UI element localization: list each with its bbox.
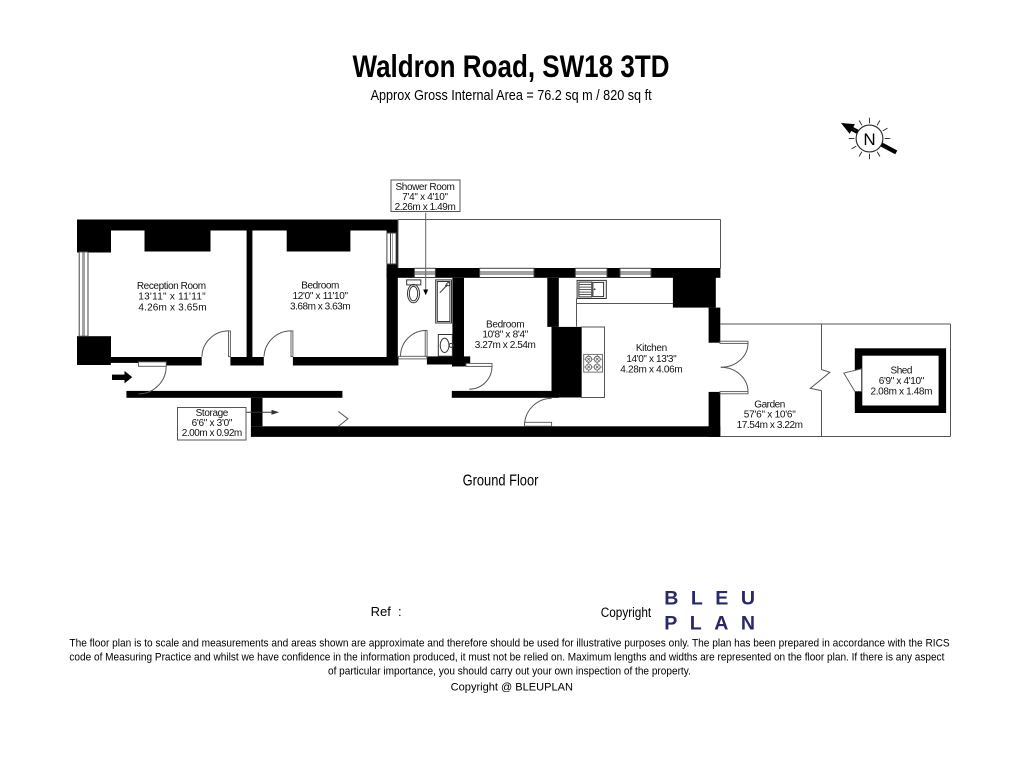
svg-text:2.08m x 1.48m: 2.08m x 1.48m: [871, 387, 933, 398]
svg-text:Shed: Shed: [891, 366, 913, 377]
svg-text:Reception Room: Reception Room: [137, 281, 206, 292]
svg-text:2.26m x 1.49m: 2.26m x 1.49m: [395, 202, 456, 213]
svg-text:Waldron Road, SW18 3TD: Waldron Road, SW18 3TD: [353, 48, 670, 84]
svg-text:N: N: [863, 130, 875, 149]
svg-text:Bedroom: Bedroom: [301, 281, 339, 292]
svg-text:Shower Room: Shower Room: [396, 182, 455, 193]
svg-text:Ref :: Ref :: [371, 604, 402, 619]
svg-text:2.00m x 0.92m: 2.00m x 0.92m: [182, 428, 243, 439]
svg-text:7'4" x 4'10": 7'4" x 4'10": [402, 192, 448, 203]
svg-text:6'6" x 3'0": 6'6" x 3'0": [192, 418, 233, 429]
svg-text:3.68m x 3.63m: 3.68m x 3.63m: [290, 301, 351, 312]
svg-text:3.27m x 2.54m: 3.27m x 2.54m: [475, 340, 536, 351]
svg-text:4.26m x 3.65m: 4.26m x 3.65m: [138, 302, 206, 313]
svg-text:of particular importance, you: of particular importance, you should car…: [328, 666, 691, 678]
svg-text:Ground Floor: Ground Floor: [463, 472, 539, 489]
svg-text:4.28m x 4.06m: 4.28m x 4.06m: [620, 365, 683, 376]
svg-text:Storage: Storage: [196, 408, 229, 419]
svg-text:Kitchen: Kitchen: [636, 343, 667, 354]
svg-text:Copyright: Copyright: [601, 605, 652, 620]
svg-text:6'9" x 4'10": 6'9" x 4'10": [879, 376, 925, 387]
svg-text:code of Measuring Practice and: code of Measuring Practice and whilst we…: [69, 652, 944, 664]
svg-text:Approx Gross Internal Area = 7: Approx Gross Internal Area = 76.2 sq m /…: [371, 88, 652, 104]
svg-text:14'0" x 13'3": 14'0" x 13'3": [626, 354, 677, 365]
svg-text:12'0" x 11'10": 12'0" x 11'10": [293, 291, 349, 302]
svg-text:57'6" x 10'6": 57'6" x 10'6": [744, 410, 796, 421]
svg-text:Bedroom: Bedroom: [486, 320, 525, 331]
svg-text:The floor plan is to scale and: The floor plan is to scale and measureme…: [69, 637, 949, 649]
svg-text:Garden: Garden: [754, 399, 785, 410]
svg-text:17.54m x 3.22m: 17.54m x 3.22m: [737, 420, 803, 431]
svg-text:Copyright @ BLEUPLAN: Copyright @ BLEUPLAN: [451, 682, 573, 694]
svg-text:13'11" x 11'11": 13'11" x 11'11": [138, 292, 206, 303]
svg-text:10'8" x 8'4": 10'8" x 8'4": [482, 330, 528, 341]
